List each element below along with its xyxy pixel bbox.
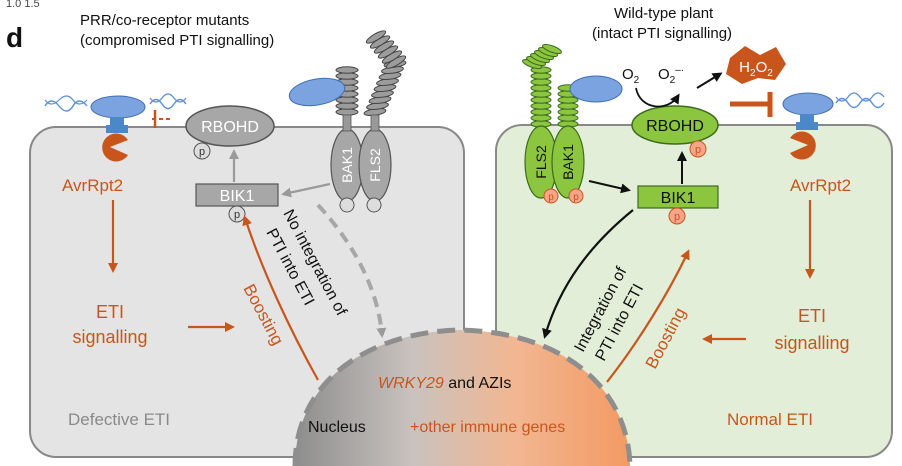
left-bik1-label: BIK1 <box>220 188 255 205</box>
nucleus-body <box>295 330 630 466</box>
ros-to-h2o2-arrow <box>696 72 723 89</box>
lrr-coil <box>335 66 359 74</box>
left-title-line2: (compromised PTI signalling) <box>80 32 274 49</box>
right-bik1-label: BIK1 <box>661 190 696 207</box>
left-eti-line1: ETI <box>96 302 124 322</box>
left-no-integration-arrow <box>316 203 387 338</box>
lrr-coil <box>530 114 552 122</box>
right-rbohd-node <box>631 105 719 145</box>
left-cell: PRR/co-receptor mutants (compromised PTI… <box>29 12 465 458</box>
left-bik1-p: p <box>234 209 240 221</box>
right-rbohd-label: RBOHD <box>646 118 704 135</box>
lrr-coil <box>530 108 552 116</box>
left-avrrpt2-icon <box>102 133 128 162</box>
right-receptor-to-bik1-arrow <box>588 180 631 194</box>
left-receptor-complex: BAK1 FLS2 <box>288 30 407 213</box>
right-pathogen-icon <box>782 92 885 130</box>
nucleus-label: Nucleus <box>308 419 366 436</box>
nucleus-envelope <box>292 327 633 466</box>
lrr-coil <box>557 96 579 104</box>
normal-eti-label: Normal ETI <box>727 410 813 429</box>
left-receptor-to-bik1-arrow <box>281 182 331 198</box>
lrr-coil <box>335 108 359 116</box>
h2o2-label: H2O2 <box>739 59 773 79</box>
right-integration-arrow <box>542 209 634 339</box>
right-flg22-blob <box>569 75 623 103</box>
left-title-line1: PRR/co-receptor mutants <box>80 12 249 29</box>
right-fls2-p: p <box>548 192 554 203</box>
right-receptor-complex: FLS2 BAK1 p p <box>522 43 623 204</box>
lrr-coil <box>530 84 552 92</box>
left-boosting-arrow <box>242 215 319 381</box>
nucleus: WRKY29 and AZIs Nucleus +other immune ge… <box>292 327 633 466</box>
lrr-coil <box>530 90 552 98</box>
right-avrrpt2-label: AvrRpt2 <box>790 176 851 195</box>
right-eti-line1: ETI <box>798 306 826 326</box>
left-rbohd-p: p <box>199 146 205 158</box>
lrr-coil <box>557 102 579 110</box>
right-avrrpt2-icon <box>790 131 816 160</box>
lrr-coil <box>542 43 562 55</box>
right-boosting-arrow <box>606 249 690 383</box>
right-rbohd-phospho <box>689 140 707 158</box>
left-eti-line2: signalling <box>72 327 147 347</box>
superoxide-label: O2–· <box>658 65 684 86</box>
lrr-coil <box>335 102 359 110</box>
right-rbohd-p: p <box>695 144 701 156</box>
h2o2-burst <box>726 46 786 84</box>
lrr-coil <box>365 30 387 44</box>
other-genes-label: +other immune genes <box>410 419 565 436</box>
lrr-coil <box>530 102 552 110</box>
right-bik1-p: p <box>674 211 680 223</box>
lrr-coil <box>530 72 552 80</box>
right-title-line1: Wild-type plant <box>614 5 714 22</box>
corner-label: 1.0 1.5 <box>6 0 40 10</box>
left-pathogen-icon <box>44 93 187 133</box>
defective-eti-label: Defective ETI <box>68 410 170 429</box>
left-avrrpt2-label: AvrRpt2 <box>62 176 123 195</box>
right-fls2-label: FLS2 <box>533 145 549 179</box>
left-bak1-label: BAK1 <box>339 147 355 183</box>
right-bak1-label: BAK1 <box>560 144 576 180</box>
left-rbohd-node <box>185 105 275 147</box>
right-title-line2: (intact PTI signalling) <box>592 25 732 42</box>
lrr-coil <box>530 78 552 86</box>
right-bik1-phospho <box>668 207 686 225</box>
lrr-coil <box>557 108 579 116</box>
right-cell: Wild-type plant (intact PTI signalling) … <box>495 5 893 458</box>
left-fls2-label: FLS2 <box>367 148 383 182</box>
lrr-coil <box>335 72 359 80</box>
right-bak1-p: p <box>573 192 579 203</box>
lrr-coil <box>557 114 579 122</box>
o2-label: O2 <box>622 66 640 86</box>
o2-conversion-arrow <box>635 87 680 108</box>
left-rbohd-label: RBOHD <box>201 119 259 136</box>
lrr-coil <box>530 96 552 104</box>
left-flg22-blob <box>288 77 346 107</box>
left-rbohd-phospho <box>193 142 211 160</box>
lrr-coil <box>335 96 359 104</box>
panel-label: d <box>6 22 23 53</box>
wrky29-label: WRKY29 and AZIs <box>378 375 511 392</box>
left-bik1-phospho <box>228 205 246 223</box>
right-eti-line2: signalling <box>774 333 849 353</box>
